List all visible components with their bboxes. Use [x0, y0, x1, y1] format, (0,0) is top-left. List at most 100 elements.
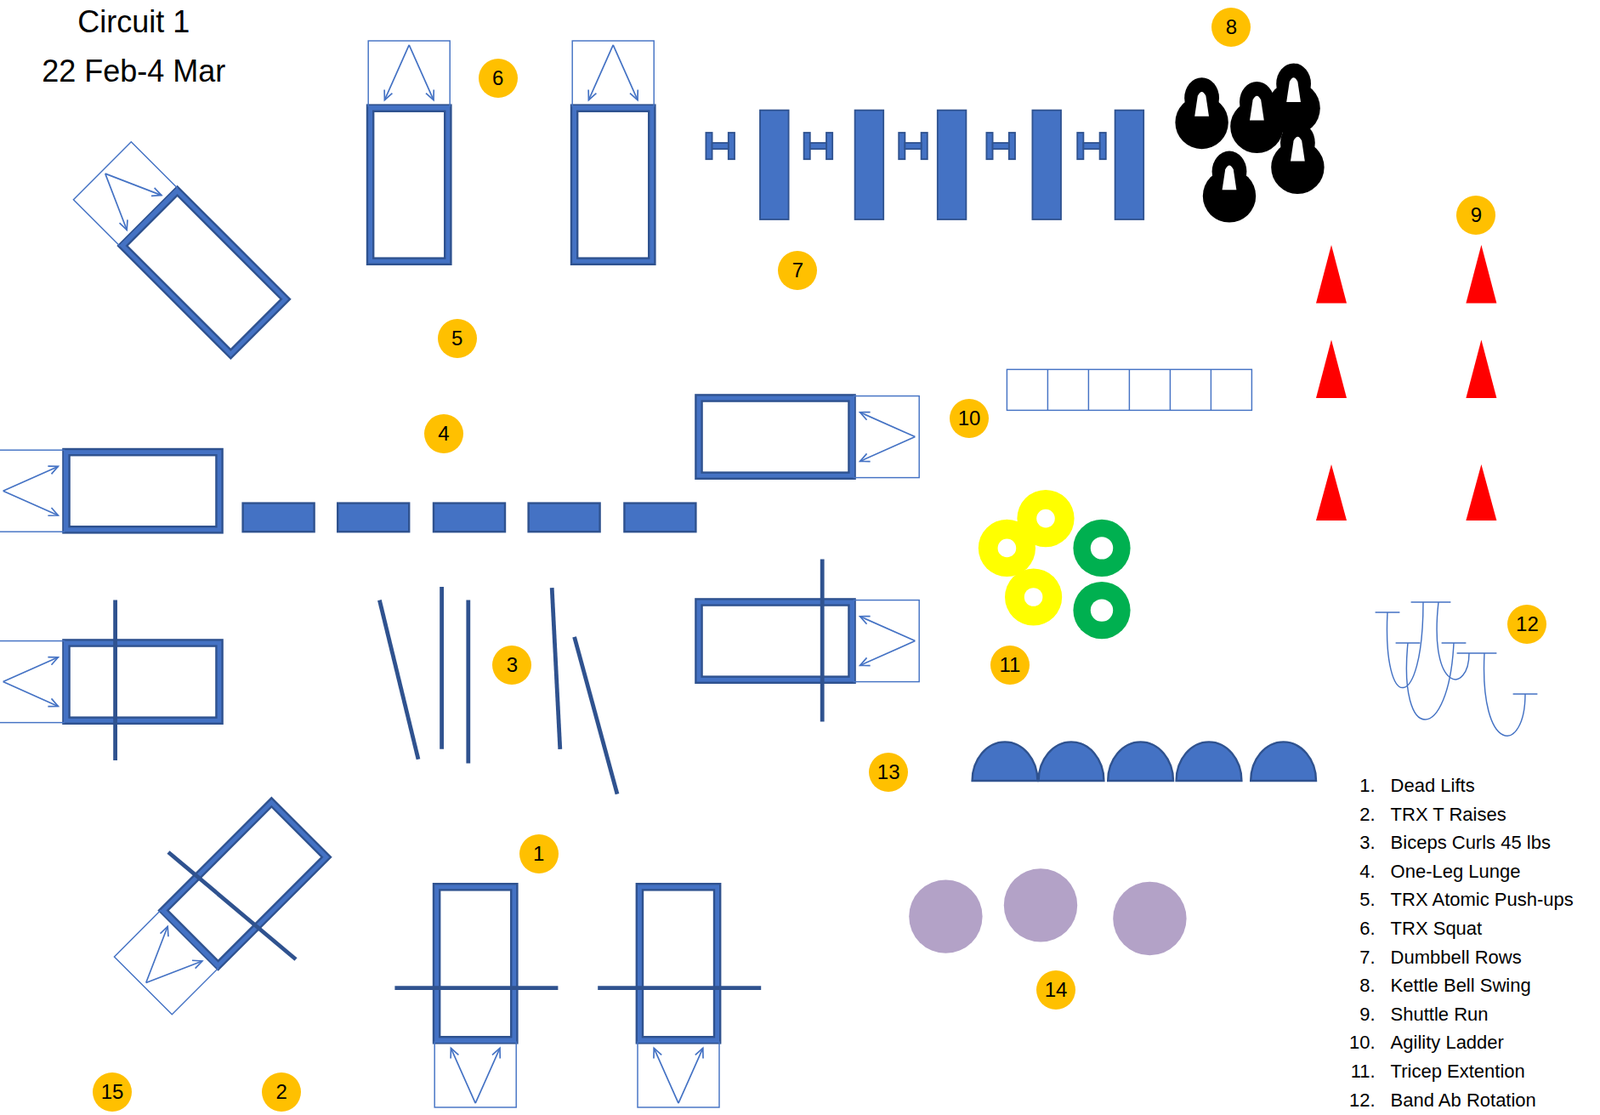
callout-number: 9	[1456, 195, 1496, 235]
dumbbell-rack	[898, 132, 928, 159]
exercise-name: Dead Lifts	[1390, 776, 1476, 795]
dumbbell-rack	[705, 132, 735, 159]
dumbbell-rack	[1077, 132, 1084, 159]
dumbbell-rack	[855, 110, 885, 220]
bench	[368, 40, 450, 107]
list-number: 8.	[1359, 975, 1375, 995]
callout-number: 4	[424, 414, 464, 454]
medicine-ball	[1004, 868, 1078, 942]
exercise-name: Biceps Curls 45 lbs	[1390, 833, 1551, 852]
bench	[0, 449, 65, 532]
callout-number: 2	[261, 1072, 301, 1112]
callout-number: 10	[949, 398, 989, 438]
bench	[572, 40, 654, 261]
bench	[0, 40, 920, 1107]
dumbbell-rack	[804, 132, 811, 159]
curl-bar	[574, 636, 618, 795]
curl-bar	[465, 600, 471, 764]
bench	[698, 396, 920, 478]
cone	[1316, 244, 1497, 521]
bench	[698, 600, 920, 682]
kettlebell	[1202, 151, 1256, 223]
callout-number: 14	[1036, 970, 1076, 1010]
resistance-band	[1386, 601, 1424, 688]
weight-plate	[1090, 598, 1113, 621]
bench	[639, 886, 717, 1040]
bench	[0, 641, 65, 723]
weight-plate	[998, 539, 1017, 558]
circuit-floor-plan	[0, 40, 1538, 1107]
bosu-ball	[972, 741, 1039, 781]
dumbbell-rack	[760, 110, 789, 220]
list-number: 12.	[1349, 1090, 1376, 1110]
weight-plate	[1036, 509, 1056, 528]
bosu-ball	[1176, 741, 1243, 781]
dumbbell-rack	[712, 142, 729, 149]
weight-plate	[1072, 519, 1130, 577]
exercise-name: TRX Squat	[1390, 919, 1483, 938]
dumbbell-rack	[986, 132, 1016, 159]
dumbbell-rack	[1083, 142, 1100, 149]
barbell	[115, 559, 823, 988]
list-number: 10.	[1349, 1032, 1376, 1052]
bench	[637, 886, 720, 1107]
list-number: 1.	[1359, 776, 1375, 795]
bench	[73, 141, 287, 356]
agility-ladder	[1129, 368, 1130, 410]
bench	[853, 600, 920, 682]
callout-number: 5	[437, 318, 477, 358]
dumbbell-rack	[992, 142, 1010, 149]
cone	[1316, 340, 1347, 398]
dumbbell-rack	[1032, 110, 1061, 220]
weight-plate	[1016, 489, 1074, 547]
bench	[574, 107, 653, 261]
weight-plate	[1072, 581, 1130, 639]
medicine-ball	[908, 868, 1186, 955]
exercise-name: TRX T Raises	[1390, 805, 1507, 824]
callout-number: 13	[868, 752, 908, 792]
list-number: 9.	[1359, 1004, 1375, 1024]
weight-plate	[1004, 567, 1062, 625]
dumbbell-rack	[705, 110, 1144, 220]
dumbbell-rack	[728, 132, 735, 159]
dumbbell-rack	[1077, 132, 1107, 159]
step-platform	[433, 503, 505, 533]
cone	[1465, 340, 1497, 398]
resistance-band	[1436, 601, 1470, 680]
step-platform	[243, 503, 697, 533]
list-number: 7.	[1359, 947, 1375, 967]
exercise-name: Agility Ladder	[1390, 1032, 1504, 1052]
callout-number: 3	[492, 645, 532, 685]
weight-plate	[1024, 587, 1044, 607]
dumbbell-rack	[1115, 110, 1145, 220]
exercise-name: Tricep Extention	[1390, 1061, 1526, 1081]
dumbbell-rack	[937, 110, 967, 220]
list-number: 5.	[1359, 890, 1375, 909]
bench	[113, 910, 218, 1015]
bench	[163, 801, 327, 965]
bosu-ball	[1038, 741, 1105, 781]
dumbbell-rack	[705, 132, 712, 159]
list-number: 4.	[1359, 862, 1375, 881]
barbell	[820, 559, 825, 722]
exercise-name: One-Leg Lunge	[1390, 862, 1521, 881]
bench	[698, 397, 852, 476]
weight-plate	[1090, 536, 1113, 559]
dumbbell-rack	[921, 132, 928, 159]
agility-ladder	[1006, 368, 1252, 410]
medicine-ball	[908, 879, 982, 953]
bench	[637, 1041, 720, 1107]
step-platform	[337, 503, 409, 533]
exercise-name: Band Ab Rotation	[1390, 1090, 1537, 1110]
callout-number: 12	[1507, 604, 1547, 644]
dumbbell-rack	[826, 132, 833, 159]
bosu-ball	[972, 741, 1317, 781]
exercise-name: Dumbbell Rows	[1390, 947, 1522, 967]
cone	[1465, 244, 1497, 303]
callout-number: 1	[519, 834, 559, 874]
kettlebell	[1174, 62, 1324, 222]
resistance-band	[1406, 642, 1454, 720]
cone	[1465, 464, 1497, 521]
list-number: 2.	[1359, 805, 1375, 824]
